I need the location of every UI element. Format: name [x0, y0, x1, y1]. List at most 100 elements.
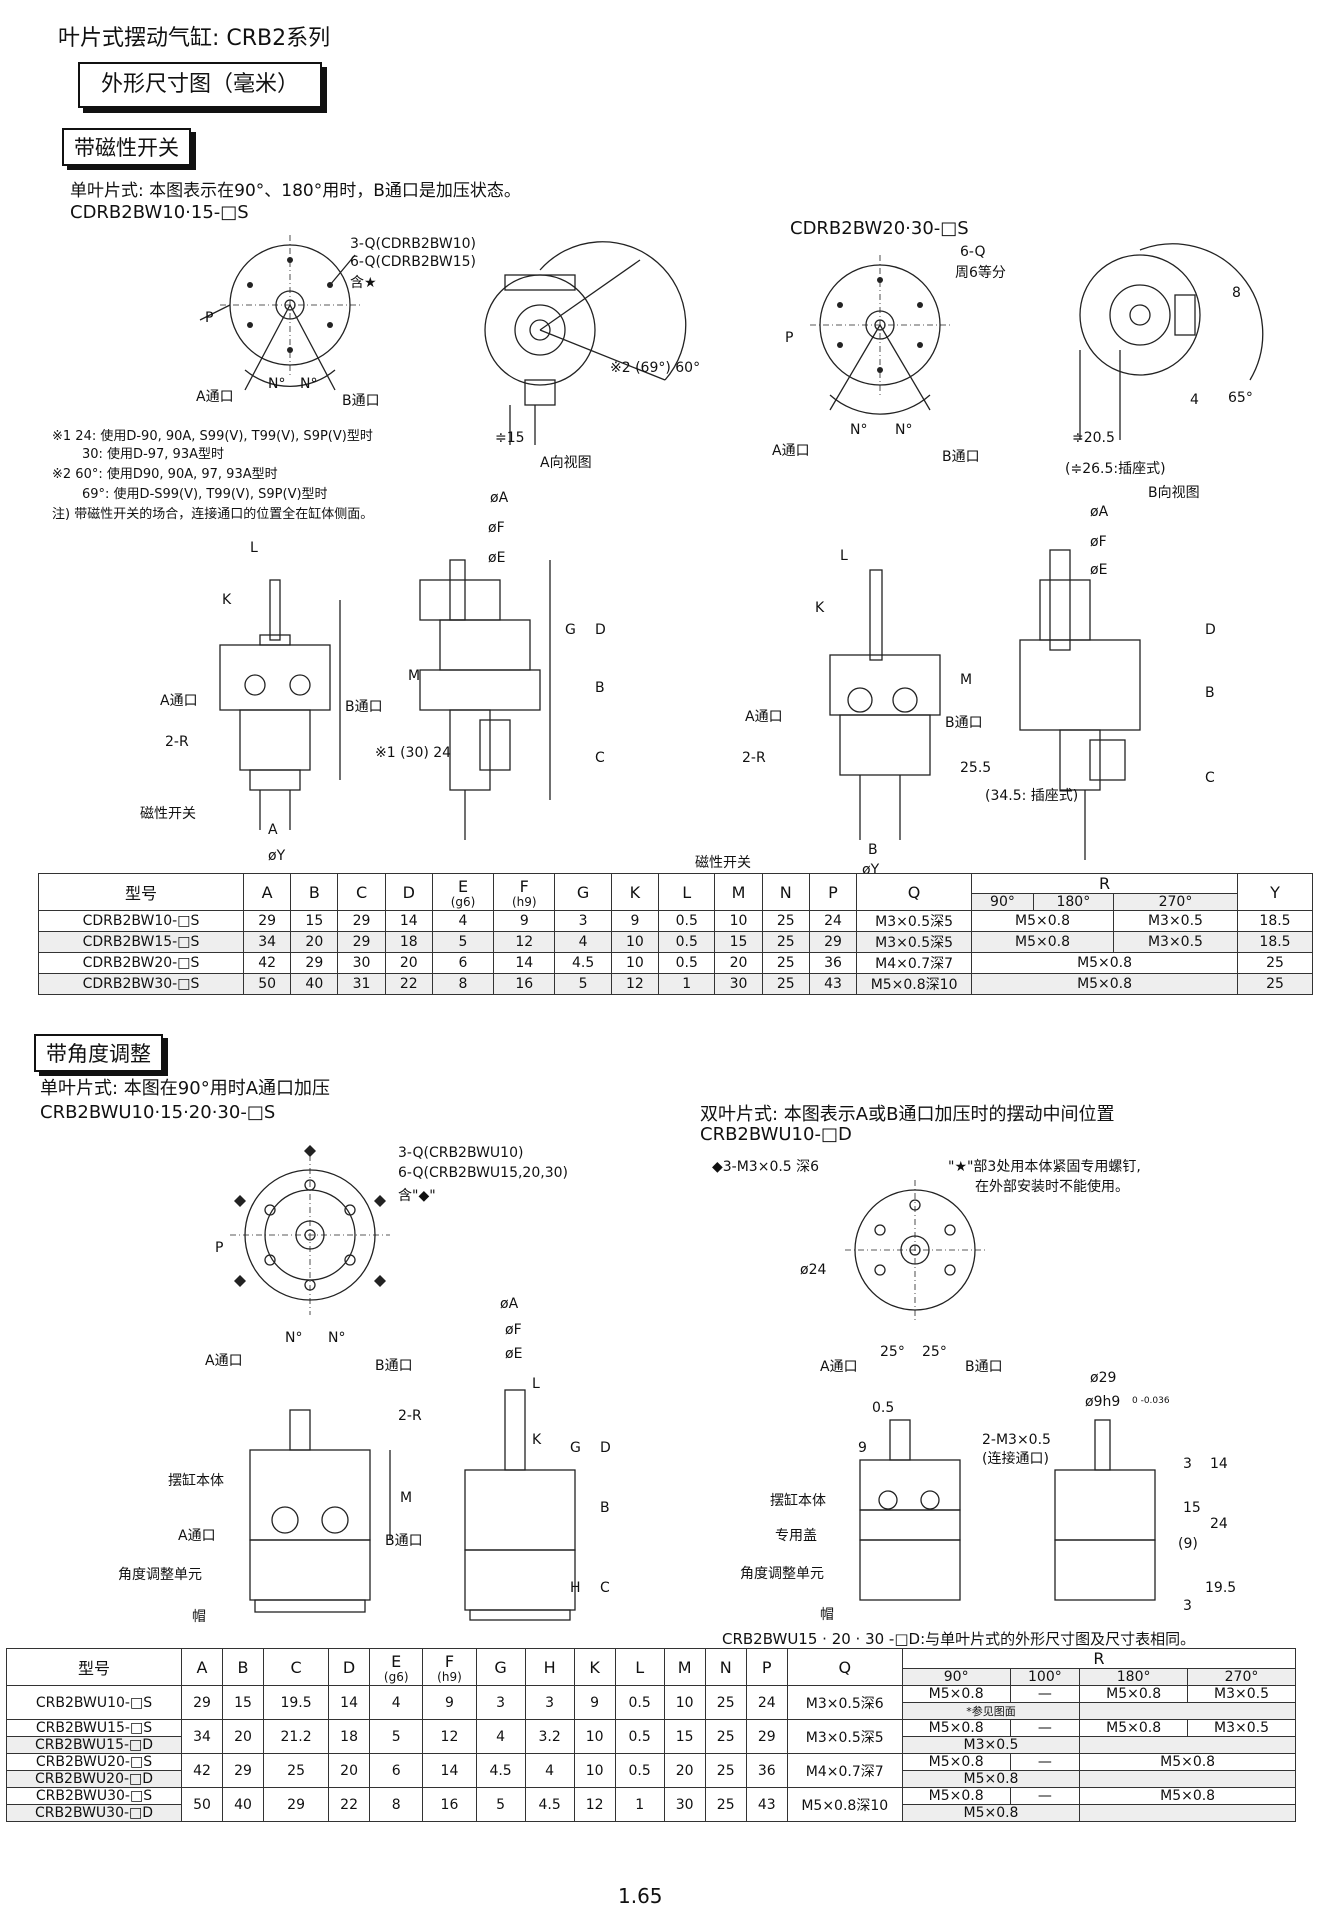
cell-k: 9 [610, 910, 660, 932]
label-b-dim: B [595, 680, 605, 696]
cell-m: 30 [714, 973, 763, 995]
cell-r1: M5×0.8 [971, 973, 1239, 995]
label-L-right: L [840, 548, 848, 564]
table1-header-r: R [971, 873, 1239, 894]
table1-header-e: E(g6) [431, 873, 495, 911]
table1-header-p: P [808, 873, 858, 911]
table1-r-180: 180° [1032, 893, 1114, 911]
label2-a-port: A通口 [205, 1353, 243, 1369]
table2-header-p: P [745, 1648, 788, 1686]
table2-header-b: B [222, 1648, 265, 1686]
table1-header-g: G [554, 873, 612, 911]
diagram-angle-top-right [845, 1180, 985, 1320]
label-dim15: ≑15 [495, 430, 525, 446]
table2-header-m: M [663, 1648, 706, 1686]
table1-header-n: N [761, 873, 810, 911]
label2-adj: 角度调整单元 [118, 1567, 202, 1583]
cell-f: 16 [493, 973, 556, 995]
cell-p: 24 [808, 910, 858, 932]
table-row: *参见图面 [7, 1702, 1296, 1720]
table-row: CRB2BWU20-□D M5×0.8 [6, 1770, 1296, 1788]
label2r-d3: 3 [1183, 1456, 1192, 1472]
cell-k: 10 [573, 1719, 616, 1754]
cell-model: CRB2BWU15-□D [6, 1736, 182, 1754]
cell-q: M4×0.7深7 [856, 952, 973, 974]
table2-r-100: 100° [1009, 1668, 1081, 1686]
cell-e: 4 [369, 1685, 424, 1720]
cell-r180: M5×0.8 [1079, 1753, 1296, 1771]
cell-l: 0.5 [614, 1753, 665, 1788]
label-a-port-side: A通口 [160, 693, 198, 709]
label2r-m3port: 2-M3×0.5 [982, 1432, 1051, 1448]
cell-r90: M5×0.8 [901, 1719, 1011, 1737]
cell-r270: M3×0.5 [1187, 1719, 1296, 1737]
cell-l: 0.5 [614, 1685, 665, 1720]
label2-b-port-side: B通口 [385, 1533, 423, 1549]
cell-d: 18 [328, 1719, 371, 1754]
table1-header-model: 型号 [38, 873, 244, 911]
label2r-d24: 24 [1210, 1516, 1228, 1532]
cell-n: 25 [761, 973, 810, 995]
label-d-right: D [1205, 622, 1216, 638]
cell-r90: M5×0.8 [901, 1685, 1011, 1703]
label2r-body: 摆缸本体 [770, 1493, 826, 1509]
table2-header-f-sub: (h9) [437, 1669, 462, 1684]
model-right-1: CDRB2BW20·30-□S [790, 218, 969, 239]
table2-r-270: 270° [1187, 1668, 1296, 1686]
label2r-star2: 在外部安装时不能使用。 [975, 1179, 1129, 1195]
cell-r2: M3×0.5 [1112, 910, 1239, 932]
label-L: L [250, 540, 258, 556]
diagram-angle-side-right [859, 1419, 1156, 1601]
model-left-1: CDRB2BW10·15-□S [70, 202, 249, 223]
cell-h: 4.5 [524, 1787, 575, 1822]
label-K-right: K [815, 600, 825, 616]
label2r-adj: 角度调整单元 [740, 1566, 824, 1582]
label2r-25a: 25° [880, 1344, 905, 1360]
table-row: CRB2BWU10-□S 29 15 19.5 14 4 9 3 3 9 0.5… [6, 1685, 1296, 1720]
cell-n: 25 [704, 1685, 747, 1720]
cell-f: 14 [422, 1753, 477, 1788]
table1-header-e-main: E [457, 876, 469, 896]
table2-header-e: E(g6) [369, 1648, 424, 1686]
cell-model: CRB2BWU20-□S [6, 1753, 182, 1771]
cell-n: 25 [704, 1753, 747, 1788]
cell-r90: M5×0.8 [901, 1753, 1011, 1771]
cell-r180: M5×0.8 [1079, 1685, 1189, 1703]
cell-b: 40 [290, 973, 339, 995]
diagram-angle-top-left [230, 1145, 390, 1315]
cell-a: 29 [180, 1685, 224, 1720]
table2-header-g: G [475, 1648, 526, 1686]
table1-header-f-sub: (h9) [511, 894, 537, 909]
cell-d: 20 [384, 952, 433, 974]
cell-r-note: M5×0.8 [901, 1804, 1081, 1822]
cell-r-note: *参见图面 [901, 1702, 1081, 1720]
label2r-d14: 14 [1210, 1456, 1228, 1472]
label-g: G [565, 622, 576, 638]
cell-c: 21.2 [263, 1719, 330, 1754]
cell-l: 1 [658, 973, 716, 995]
cell-model: CRB2BWU10-□S [6, 1685, 182, 1720]
table-row: CDRB2BW20-□S 42 29 30 20 6 14 4.5 10 0.5… [38, 952, 1313, 974]
label2r-d9: 9 [858, 1440, 867, 1456]
label2-k: K [532, 1432, 542, 1448]
cell-h: 4 [524, 1753, 575, 1788]
cell-f: 12 [493, 931, 556, 953]
cell-y: 25 [1237, 952, 1313, 974]
model-right-2: CRB2BWU10-□D [700, 1124, 852, 1145]
cell-l: 0.5 [658, 931, 716, 953]
cell-l: 0.5 [658, 910, 716, 932]
cell-h: 3.2 [524, 1719, 575, 1754]
label2-cap: 帽 [192, 1609, 206, 1625]
cell-r180: M5×0.8 [1079, 1719, 1189, 1737]
label2r-phi9h9: ø9h9 [1085, 1394, 1121, 1410]
cell-model: CRB2BWU30-□S [6, 1787, 182, 1805]
cell-y: 18.5 [1237, 931, 1313, 953]
label-6eq: 周6等分 [955, 265, 1006, 281]
cell-c: 30 [337, 952, 386, 974]
section2-bottom-note: CRB2BWU15 · 20 · 30 -□D:与单叶片式的外形尺寸图及尺寸表相… [722, 1630, 1196, 1648]
cell-f: 9 [493, 910, 556, 932]
cell-c: 29 [337, 931, 386, 953]
section-box-title: 外形尺寸图（毫米） [78, 62, 322, 108]
table-row: CDRB2BW15-□S 34 20 29 18 5 12 4 10 0.5 1… [38, 931, 1313, 953]
label-K: K [222, 592, 232, 608]
